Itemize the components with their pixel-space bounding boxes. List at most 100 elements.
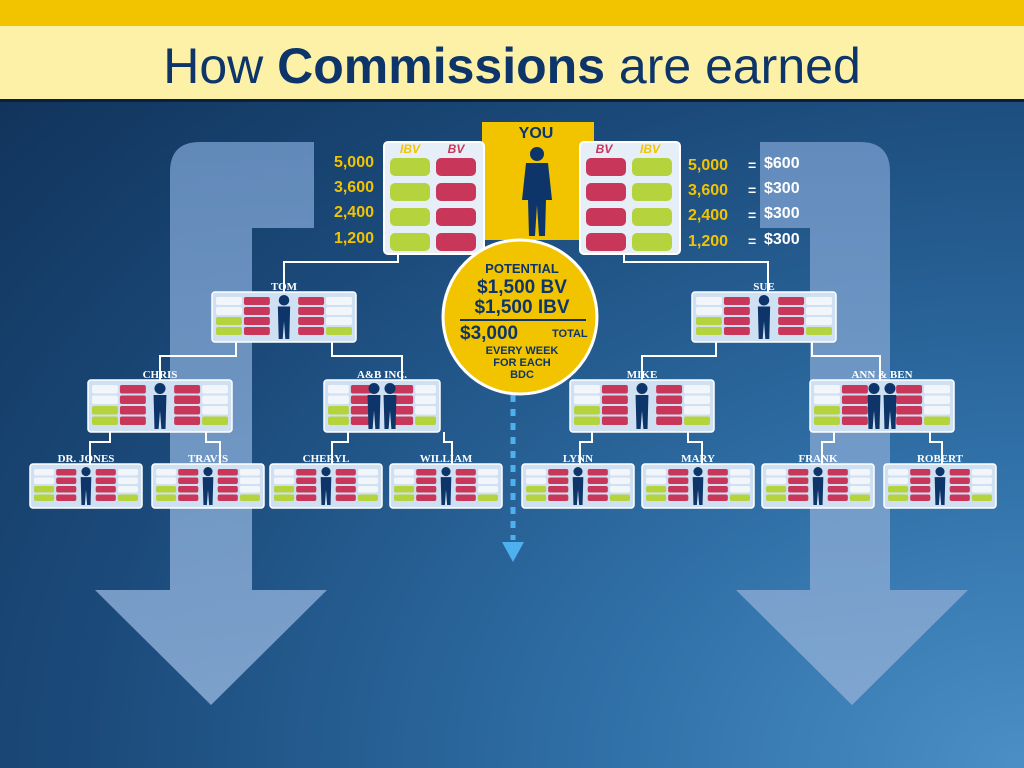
volume-block	[766, 477, 787, 484]
volume-block	[888, 477, 909, 484]
volume-block	[416, 469, 437, 476]
volume-block	[202, 406, 228, 415]
volume-block	[601, 416, 628, 425]
volume-block	[350, 395, 372, 404]
volume-block	[239, 494, 260, 501]
volume-block	[632, 183, 672, 201]
volume-block	[326, 297, 352, 305]
equals-sign: =	[748, 207, 756, 223]
volume-block	[390, 183, 430, 201]
volume-block	[436, 208, 476, 226]
volume-block	[296, 494, 317, 501]
volume-block	[34, 486, 55, 493]
person-icon	[277, 295, 291, 339]
volume-block	[328, 395, 349, 404]
volume-block	[415, 385, 436, 394]
volume-block	[455, 469, 476, 476]
volume-block	[707, 494, 728, 501]
volume-block	[806, 307, 832, 315]
volume-block	[416, 477, 437, 484]
top-accent-bar	[0, 0, 1024, 26]
volume-block	[656, 416, 683, 425]
volume-block	[350, 416, 372, 425]
right-volume: 1,200	[688, 233, 728, 250]
volume-block	[243, 317, 270, 325]
volume-block	[92, 395, 118, 404]
volume-block	[949, 486, 970, 493]
volume-block	[335, 486, 356, 493]
volume-block	[415, 406, 436, 415]
person-icon	[572, 467, 584, 505]
volume-block	[696, 307, 722, 315]
volume-block	[274, 469, 295, 476]
node-label: MIKE	[627, 369, 658, 381]
potential-total-label: TOTAL	[552, 328, 588, 340]
volume-block	[814, 395, 840, 404]
member-node: TRAVIS	[151, 453, 265, 509]
volume-block	[924, 406, 950, 415]
volume-block	[239, 469, 260, 476]
member-node: TOM	[211, 281, 357, 343]
down-arrowhead-icon	[502, 542, 524, 562]
volume-block	[117, 477, 138, 484]
left-volume: 1,200	[334, 230, 374, 247]
node-label: FRANK	[798, 453, 838, 465]
volume-block	[587, 494, 608, 501]
volume-block	[910, 486, 931, 493]
node-label: SUE	[753, 281, 774, 293]
volume-block	[841, 395, 868, 404]
volume-block	[92, 385, 118, 394]
volume-block	[778, 317, 805, 325]
title-prefix: How	[163, 38, 278, 94]
volume-block	[526, 486, 547, 493]
person-icon	[883, 383, 897, 429]
volume-block	[56, 494, 77, 501]
volume-block	[274, 486, 295, 493]
volume-block	[896, 385, 923, 394]
title-bar: How Commissions are earned	[0, 26, 1024, 102]
right-volume-list: 5,000 3,600 2,400 1,200 = = = = $600 $30…	[688, 155, 800, 250]
equals-sign: =	[748, 233, 756, 249]
volume-block	[239, 486, 260, 493]
volume-block	[806, 317, 832, 325]
volume-block	[586, 208, 626, 226]
volume-block	[350, 385, 372, 394]
volume-block	[216, 307, 242, 315]
title-bold: Commissions	[277, 38, 606, 94]
volume-block	[202, 416, 228, 425]
person-icon	[692, 467, 704, 505]
volume-block	[416, 486, 437, 493]
node-label: WILLIAM	[420, 453, 473, 465]
volume-block	[394, 494, 415, 501]
member-node: A&B INC.	[323, 369, 441, 433]
volume-block	[841, 416, 868, 425]
person-icon	[80, 467, 92, 505]
volume-block	[849, 486, 870, 493]
volume-block	[357, 494, 378, 501]
volume-block	[766, 494, 787, 501]
volume-block	[684, 395, 710, 404]
volume-block	[216, 297, 242, 305]
volume-block	[117, 494, 138, 501]
volume-block	[455, 477, 476, 484]
volume-block	[924, 385, 950, 394]
volume-block	[216, 317, 242, 325]
person-icon	[320, 467, 332, 505]
member-node: CHRIS	[87, 369, 233, 433]
volume-block	[587, 477, 608, 484]
volume-block	[436, 183, 476, 201]
volume-block	[34, 494, 55, 501]
volume-block	[849, 469, 870, 476]
volume-block	[178, 477, 199, 484]
volume-block	[601, 385, 628, 394]
volume-block	[814, 406, 840, 415]
volume-block	[156, 477, 177, 484]
volume-block	[949, 494, 970, 501]
person-icon	[202, 467, 214, 505]
volume-block	[949, 469, 970, 476]
volume-block	[296, 486, 317, 493]
title-suffix: are earned	[605, 38, 861, 94]
volume-block	[392, 385, 414, 394]
equals-sign: =	[748, 182, 756, 198]
